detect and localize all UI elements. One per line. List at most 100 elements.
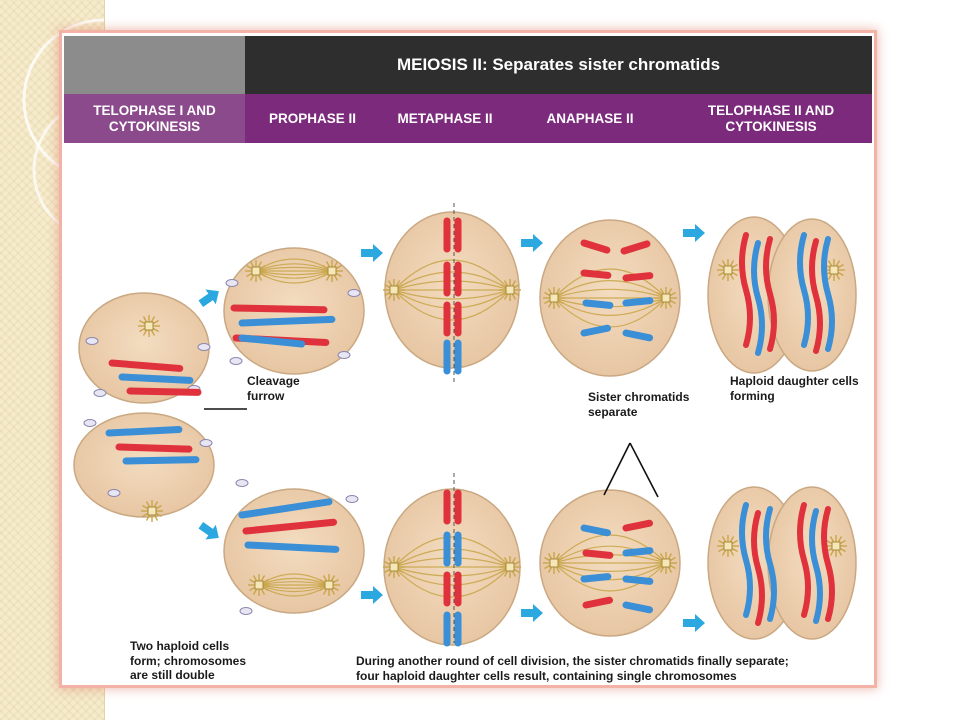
- centriole: [549, 558, 559, 568]
- spindle-fiber: [553, 297, 667, 316]
- vesicle: [93, 389, 107, 397]
- chromosome: [244, 541, 340, 553]
- arrow-icon: [521, 604, 543, 622]
- vesicle: [225, 279, 239, 287]
- spindle-fiber: [393, 557, 511, 568]
- chromosome: [118, 373, 194, 384]
- chromosome: [108, 359, 184, 372]
- spindle-fiber: [393, 548, 511, 568]
- chromosome: [580, 524, 612, 537]
- stage-telophase-1: TELOPHASE I AND CYTOKINESIS: [64, 94, 245, 143]
- arrow-icon: [521, 234, 543, 252]
- spindle-fiber: [393, 536, 511, 568]
- header-bar: [245, 36, 872, 94]
- figure-caption: During another round of cell division, t…: [356, 654, 789, 683]
- chromosome: [622, 519, 654, 532]
- vesicle: [85, 337, 99, 345]
- chromosome: [582, 299, 614, 309]
- cell-diagram: [73, 203, 857, 647]
- spindle-fiber: [255, 270, 333, 276]
- spindle-fiber: [393, 289, 511, 321]
- vesicle: [107, 489, 121, 497]
- stage-metaphase-2: METAPHASE II: [397, 110, 493, 126]
- spindle-fiber: [393, 259, 511, 291]
- arrow-icon: [683, 224, 705, 242]
- arrow-shape: [521, 234, 543, 252]
- centrosome: [499, 279, 521, 301]
- spindle-fiber: [553, 562, 667, 592]
- chromosome: [580, 269, 612, 279]
- centriole: [251, 266, 261, 276]
- centriole: [389, 562, 399, 572]
- chromosome: [622, 329, 654, 342]
- spindle-fiber: [553, 280, 667, 299]
- centrosome: [318, 574, 340, 596]
- chromosome: [580, 239, 611, 254]
- chromatid: [797, 502, 811, 618]
- spindles-layer: [138, 203, 847, 643]
- centriole: [147, 506, 157, 516]
- vesicle: [197, 343, 211, 351]
- chromosome: [620, 240, 651, 255]
- stage-bar: TELOPHASE I AND CYTOKINESIS PROPHASE II …: [64, 94, 872, 143]
- arrow-shape: [521, 604, 543, 622]
- centrosome: [141, 500, 163, 522]
- chromatid: [797, 232, 811, 348]
- spindle-fiber: [393, 566, 511, 577]
- stage-anaphase-2: ANAPHASE II: [546, 110, 634, 126]
- label-haploid-forming: Haploid daughter cells forming: [730, 374, 859, 403]
- decorative-rings: [22, 18, 104, 242]
- spindle-metaphase2-top: [393, 259, 511, 321]
- centriole: [549, 293, 559, 303]
- pointer-sister-chromatids: [629, 442, 659, 498]
- vesicle: [235, 479, 249, 487]
- vesicle: [229, 357, 243, 365]
- meiosis-figure: MEIOSIS II: Separates sister chromatids …: [64, 36, 872, 684]
- vesicle: [199, 439, 213, 447]
- centriole: [661, 558, 671, 568]
- centrosome: [245, 260, 267, 282]
- chromatid: [809, 238, 823, 354]
- stage-telophase-2: TELOPHASE II AND CYTOKINESIS: [707, 102, 835, 134]
- chromatid: [739, 502, 753, 618]
- spindle-fiber: [393, 271, 511, 291]
- vesicle: [347, 289, 361, 297]
- arrow-shape: [683, 614, 705, 632]
- centrosome: [543, 287, 565, 309]
- chromatid: [763, 236, 777, 352]
- chromosome: [580, 324, 612, 337]
- arrow-shape: [683, 224, 705, 242]
- chromatid: [751, 510, 765, 626]
- chromosome: [622, 601, 654, 614]
- vesicle: [83, 419, 97, 427]
- centrosome: [655, 552, 677, 574]
- chromosome: [622, 297, 654, 307]
- vesicle: [239, 607, 253, 615]
- spindle-fiber: [255, 263, 333, 272]
- spindle-fiber: [553, 288, 667, 299]
- arrow-icon: [683, 614, 705, 632]
- spindle-fiber: [393, 566, 511, 586]
- chromosome: [238, 315, 336, 327]
- chromosome: [105, 426, 183, 437]
- arrow-icon: [361, 586, 383, 604]
- cell-telophase2-b: [767, 218, 857, 372]
- chromosome: [122, 456, 200, 465]
- centrosome: [717, 259, 739, 281]
- spindle-fiber: [258, 577, 330, 586]
- chromosome: [126, 387, 202, 396]
- chromosome: [622, 575, 654, 585]
- spindle-fiber: [258, 581, 330, 586]
- chromatid: [821, 236, 835, 352]
- arrow-icon: [198, 289, 219, 308]
- spindle-fiber: [393, 280, 511, 291]
- centriole: [505, 562, 515, 572]
- chromosome: [230, 304, 328, 314]
- spindle-fiber: [553, 562, 667, 572]
- chromatid: [751, 240, 765, 356]
- pointer-lines-layer: [204, 408, 659, 498]
- arrow-icon: [361, 244, 383, 262]
- centrosome: [138, 315, 160, 337]
- centriole: [254, 580, 264, 590]
- spindle-metaphase2-bottom: [393, 536, 511, 598]
